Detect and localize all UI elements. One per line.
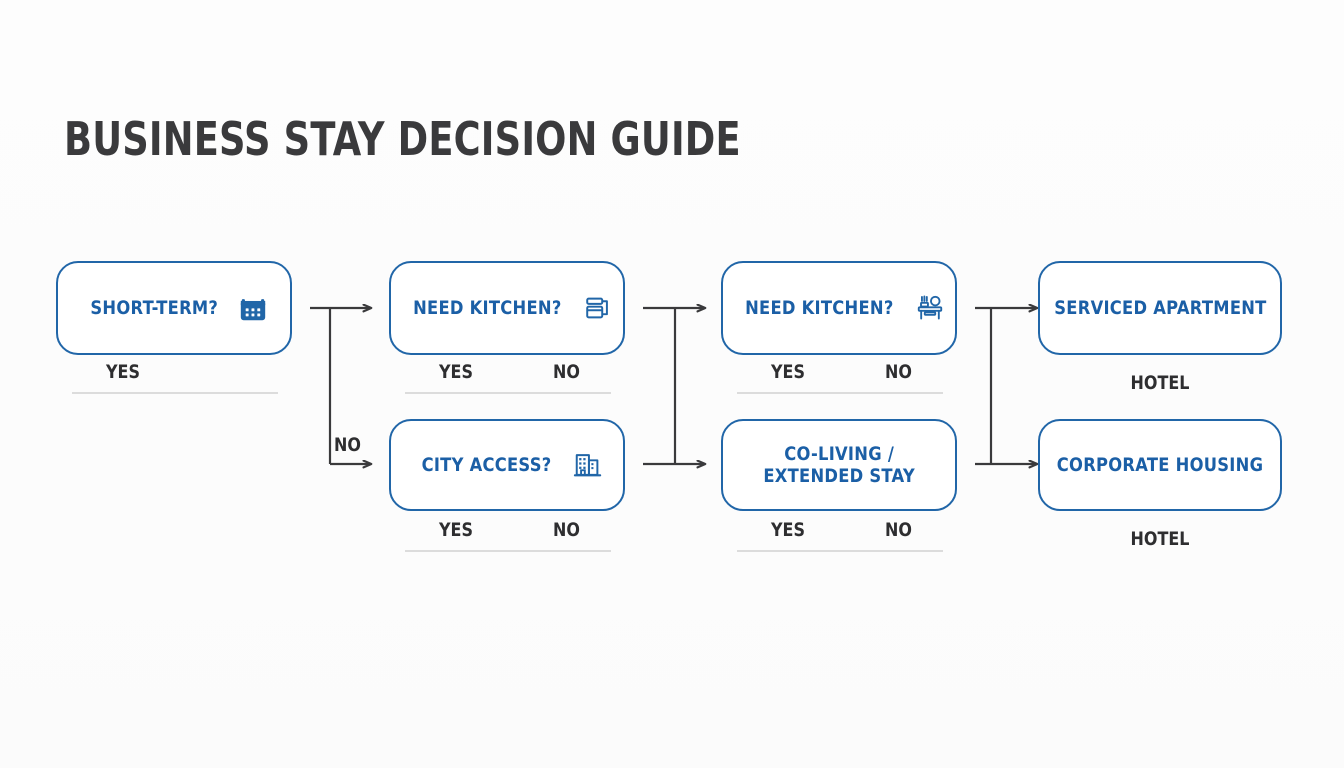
rule-city-access	[405, 550, 611, 552]
answers-short-term: YES	[72, 361, 280, 395]
node-need-kitchen-1-label: NEED KITCHEN?	[412, 296, 562, 319]
node-city-access-label: CITY ACCESS?	[422, 453, 552, 476]
answer-yes[interactable]: YES	[771, 519, 805, 541]
node-corporate-housing-label: CORPORATE HOUSING	[1056, 453, 1264, 476]
answers-co-living: YES NO	[737, 519, 945, 553]
answers-need-kitchen-1: YES NO	[405, 361, 613, 395]
connector-col3-col4	[975, 308, 1037, 464]
node-serviced-apartment-label: SERVICED APARTMENT	[1053, 296, 1267, 319]
rule-need-kitchen-2	[737, 392, 943, 394]
rule-need-kitchen-1	[405, 392, 611, 394]
stove-counter-icon	[918, 295, 943, 320]
answer-no[interactable]: NO	[885, 519, 912, 541]
node-need-kitchen-1[interactable]: NEED KITCHEN?	[389, 261, 625, 355]
node-serviced-apartment[interactable]: SERVICED APARTMENT	[1038, 261, 1282, 355]
answer-yes[interactable]: YES	[439, 361, 473, 383]
caption-corporate-housing-hotel: HOTEL	[1130, 528, 1190, 550]
answers-need-kitchen-2: YES NO	[737, 361, 945, 395]
node-need-kitchen-2[interactable]: NEED KITCHEN?	[721, 261, 957, 355]
answer-no[interactable]: NO	[553, 361, 580, 383]
node-co-living-label-line2: EXTENDED STAY	[763, 465, 915, 487]
microwave-icon	[586, 297, 609, 319]
branch-label-no: NO	[334, 434, 361, 456]
answer-no[interactable]: NO	[553, 519, 580, 541]
answers-city-access: YES NO	[405, 519, 613, 553]
connector-col2-col3	[643, 308, 705, 464]
connector-shortterm-branch	[310, 308, 371, 464]
node-co-living-label-line1: CO-LIVING /	[784, 442, 894, 465]
rule-co-living	[737, 550, 943, 552]
node-need-kitchen-2-label: NEED KITCHEN?	[744, 296, 894, 319]
answer-no[interactable]: NO	[885, 361, 912, 383]
node-short-term-label: SHORT-TERM?	[90, 296, 218, 319]
answer-yes[interactable]: YES	[106, 361, 140, 383]
caption-serviced-apartment-hotel: HOTEL	[1130, 372, 1190, 394]
answer-yes[interactable]: YES	[439, 519, 473, 541]
node-corporate-housing[interactable]: CORPORATE HOUSING	[1038, 419, 1282, 511]
rule-short-term	[72, 392, 278, 394]
node-co-living-label: CO-LIVING / EXTENDED STAY	[763, 443, 915, 488]
node-city-access[interactable]: CITY ACCESS?	[389, 419, 625, 511]
answer-yes[interactable]: YES	[771, 361, 805, 383]
calendar-icon	[241, 299, 266, 321]
node-short-term[interactable]: SHORT-TERM?	[56, 261, 292, 355]
node-co-living[interactable]: CO-LIVING / EXTENDED STAY	[721, 419, 957, 511]
city-buildings-icon	[573, 454, 601, 477]
page-title: BUSINESS STAY DECISION GUIDE	[64, 112, 741, 166]
